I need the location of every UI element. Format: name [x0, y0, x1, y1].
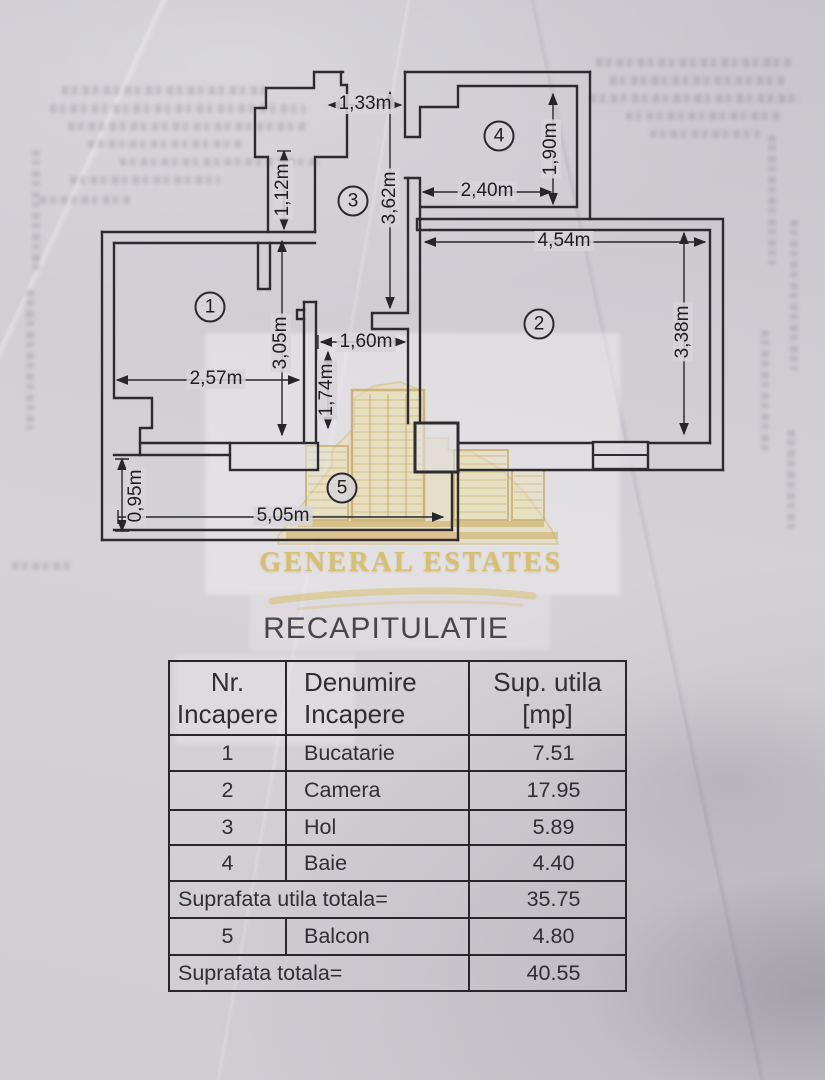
dimension-label-3-05: 3,05m: [270, 313, 291, 373]
dimension-label-1-60: 1,60m: [336, 332, 396, 352]
cell-nr: 5: [168, 917, 287, 956]
dimension-label-4-54: 4,54m: [534, 231, 594, 251]
header-line: Incapere: [304, 699, 406, 729]
header-line: Denumire: [304, 666, 417, 697]
cell-name: Camera: [285, 770, 470, 811]
recap-table: Nr. Incapere Denumire Incapere Sup. util…: [168, 660, 627, 992]
recap-title: RECAPITULATIE: [263, 612, 509, 645]
dimension-label-1-12: 1,12m: [272, 160, 293, 220]
gold-swoosh: [268, 587, 537, 605]
bleed-line: [650, 130, 760, 138]
bleed-line: [70, 176, 220, 184]
bleed-line: [596, 58, 791, 67]
cell-name: Balcon: [285, 917, 470, 956]
cell-nr: 4: [168, 844, 287, 882]
cell-area: 5.89: [468, 809, 627, 846]
table-row: 1 Bucatarie 7.51: [168, 734, 627, 772]
dimension-label-0-95: 0,95m: [125, 466, 146, 526]
watermark-brand-text: GENERAL ESTATES: [259, 547, 563, 578]
cell-name: Baie: [285, 844, 470, 882]
subtotal-value: 35.75: [468, 880, 627, 919]
header-line: Nr.: [210, 666, 245, 697]
bleed-line: [40, 196, 130, 204]
dimension-label-3-38: 3,38m: [672, 302, 693, 362]
table-row: 5 Balcon 4.80: [168, 917, 627, 956]
cell-area: 17.95: [468, 770, 627, 811]
room-number-2: 2: [523, 308, 555, 340]
cell-nr: 1: [168, 734, 287, 772]
bleed-line: [12, 562, 72, 570]
subtotal-row: Suprafata utila totala= 35.75: [168, 880, 627, 919]
bleed-line: [88, 140, 243, 148]
dimension-label-5-05: 5,05m: [253, 506, 313, 526]
room-number-1: 1: [194, 291, 226, 323]
table-row: 3 Hol 5.89: [168, 809, 627, 846]
room-number-3: 3: [337, 185, 369, 217]
bleed-line: [590, 94, 800, 103]
cell-nr: 3: [168, 809, 287, 846]
dimension-label-2-40: 2,40m: [457, 181, 517, 201]
cell-nr: 2: [168, 770, 287, 811]
bleed-line: [62, 86, 267, 95]
bleed-line: [626, 112, 781, 120]
header-line: Sup. utila: [493, 666, 602, 697]
header-sup-utila: Sup. utila [mp]: [468, 660, 627, 736]
dimension-label-1-90: 1,90m: [540, 119, 561, 179]
table-row: 2 Camera 17.95: [168, 770, 627, 811]
header-denumire-incapere: Denumire Incapere: [285, 660, 470, 736]
bleed-line: [120, 158, 320, 166]
bleed-line: [68, 122, 308, 131]
header-line: [mp]: [522, 699, 573, 729]
total-label: Suprafata totala=: [168, 954, 470, 992]
dimension-label-2-57: 2,57m: [186, 369, 246, 389]
dimension-label-1-74: 1,74m: [316, 360, 337, 420]
light-scan-patch: [250, 595, 550, 650]
total-row: Suprafata totala= 40.55: [168, 954, 627, 992]
header-line: Incapere: [176, 699, 279, 729]
subtotal-label: Suprafata utila totala=: [168, 880, 470, 919]
cell-area: 4.40: [468, 844, 627, 882]
dimension-label-1-33: 1,33m: [335, 94, 395, 114]
room-number-5: 5: [326, 472, 358, 504]
cell-name: Hol: [285, 809, 470, 846]
header-nr-incapere: Nr. Incapere: [168, 660, 287, 736]
dimension-label-3-62: 3,62m: [379, 168, 400, 228]
cell-name: Bucatarie: [285, 734, 470, 772]
table-header-row: Nr. Incapere Denumire Incapere Sup. util…: [168, 660, 627, 736]
table-row: 4 Baie 4.40: [168, 844, 627, 882]
wall-block-balcony-door: [413, 421, 460, 474]
wall-block: [228, 441, 320, 472]
bleed-line: [50, 104, 305, 113]
room-number-4: 4: [483, 120, 515, 152]
wall-lines: [100, 70, 725, 542]
cell-area: 4.80: [468, 917, 627, 956]
window-symbol: [591, 440, 650, 471]
total-value: 40.55: [468, 954, 627, 992]
bleed-line: [610, 76, 785, 85]
cell-area: 7.51: [468, 734, 627, 772]
wall-blocks: [228, 421, 650, 474]
